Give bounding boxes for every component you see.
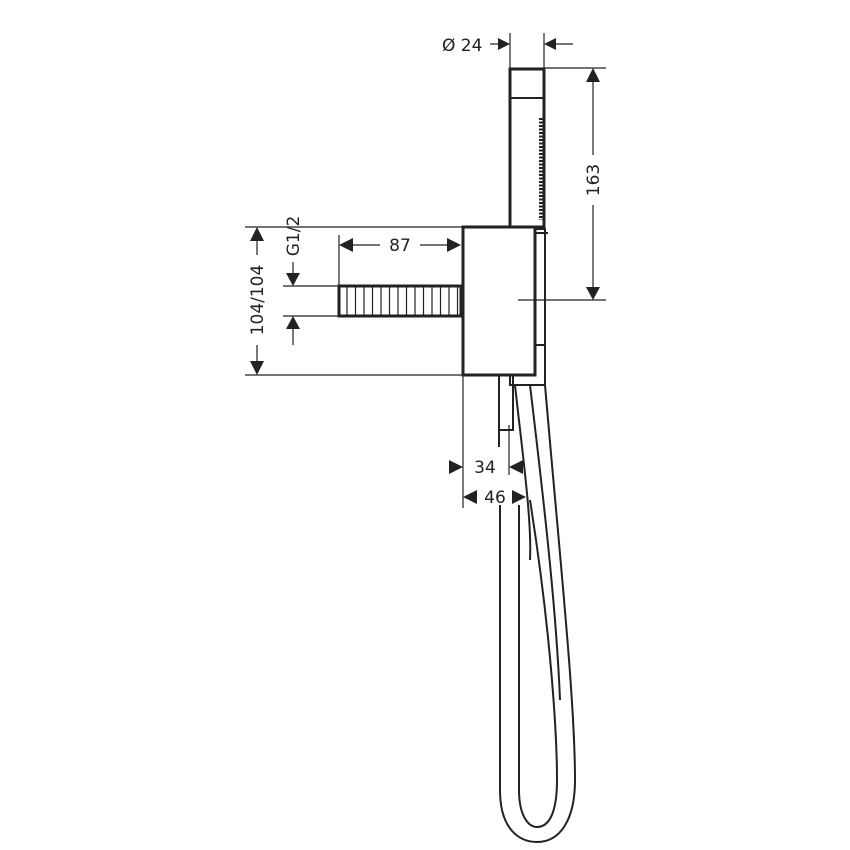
thread-dimension: G1/2 [283,216,339,345]
depth-34-label: 34 [474,458,496,478]
diameter-dimension: Ø 24 [442,33,573,68]
thread-label: G1/2 [284,216,304,257]
connection-pipe [337,284,463,318]
diameter-label: Ø 24 [442,36,482,56]
shower-hose [498,375,577,844]
pipe-length-dimension: 87 [338,235,461,286]
depth-46-label: 46 [484,488,506,508]
height-163-dimension: 163 [518,67,606,301]
pipe-length-label: 87 [389,236,411,256]
wall-outlet-box [461,225,548,386]
height-163-label: 163 [584,164,604,196]
handshower [508,67,546,229]
height-104-label: 104/104 [248,265,268,336]
depth-dimensions: 34 46 [449,375,526,508]
height-104-dimension: 104/104 [248,227,268,375]
